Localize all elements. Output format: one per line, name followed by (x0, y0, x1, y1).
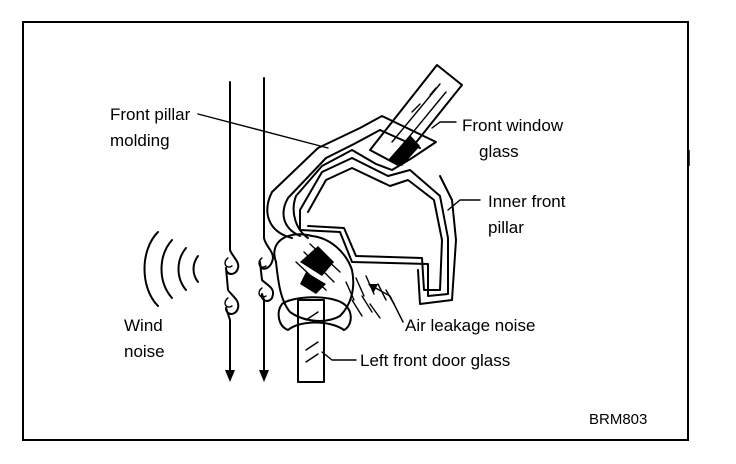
label-front-pillar-molding-1: Front pillar (110, 105, 191, 124)
label-wind-noise-1: Wind (124, 316, 163, 335)
label-inner-front-pillar-1: Inner front (488, 192, 566, 211)
label-front-pillar-molding-2: molding (110, 131, 170, 150)
label-inner-front-pillar-2: pillar (488, 218, 524, 237)
label-left-front-door-glass: Left front door glass (360, 351, 510, 370)
leader-lines (197, 113, 481, 361)
diagram-border (22, 21, 689, 441)
front-pillar-molding (266, 115, 437, 239)
label-front-window-glass-2: glass (479, 142, 519, 161)
figure-code: BRM803 (589, 411, 647, 428)
front-window-glass (369, 64, 463, 166)
left-front-door-glass (297, 299, 325, 383)
label-front-window-glass-1: Front window (462, 116, 564, 135)
label-wind-noise-2: noise (124, 342, 165, 361)
label-air-leakage-noise: Air leakage noise (405, 316, 535, 335)
inner-front-pillar (299, 157, 457, 305)
wind-noise-sound-waves (143, 231, 199, 307)
airflow-lines (224, 77, 274, 382)
